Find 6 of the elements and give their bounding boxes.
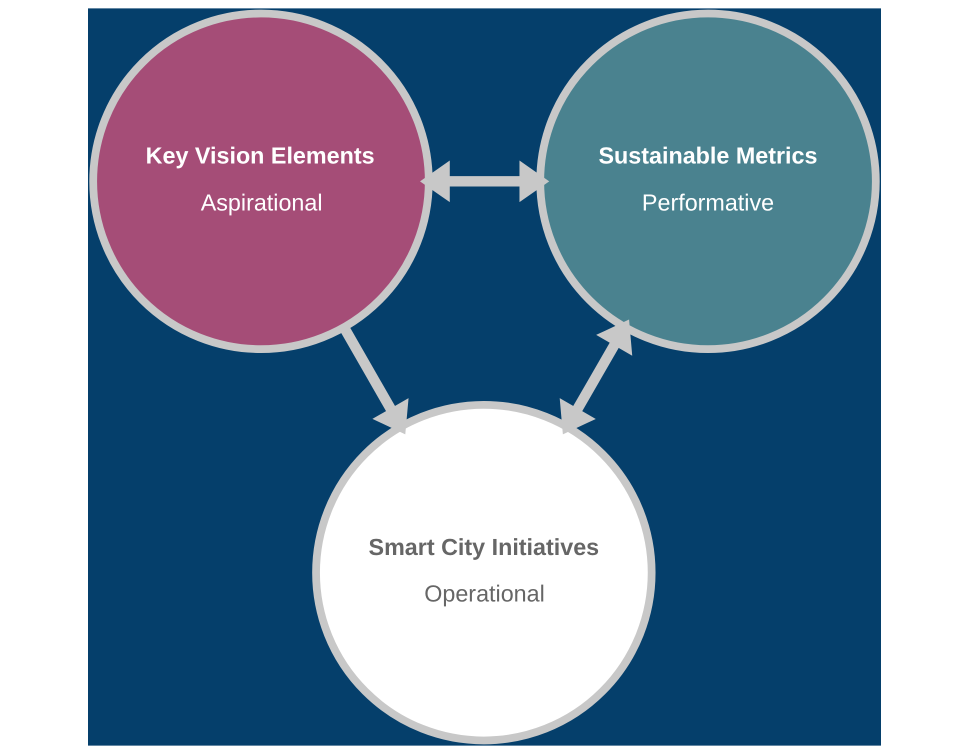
node-circle: Smart City Initiatives Operational	[312, 400, 656, 744]
node-circle: Sustainable Metrics Performative	[536, 10, 880, 354]
arrow	[338, 324, 408, 434]
arrow	[420, 160, 549, 202]
node-circle: Key Vision Elements Aspirational	[88, 10, 432, 354]
arrow	[559, 320, 632, 434]
